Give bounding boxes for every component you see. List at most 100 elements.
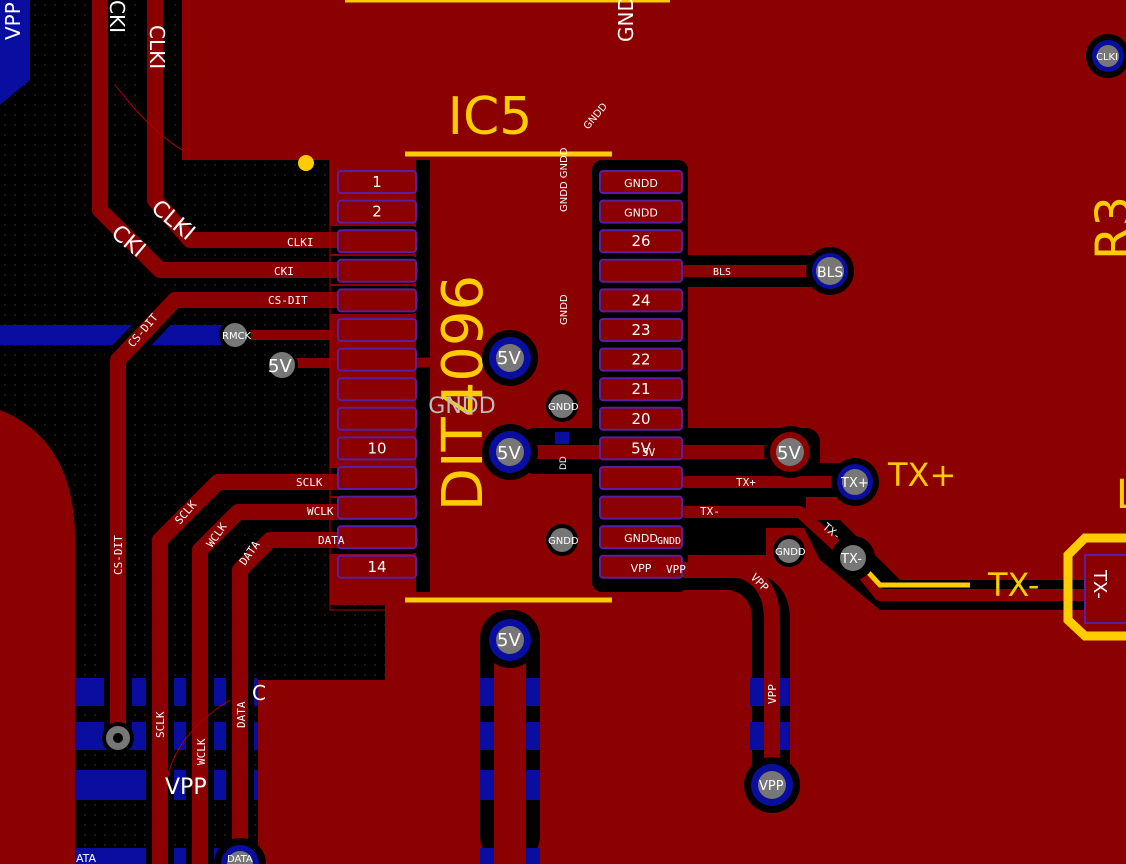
left-pad-14[interactable] (337, 554, 417, 579)
right-pad-7[interactable] (599, 347, 683, 372)
label-data-via: DATA (227, 854, 253, 864)
right-pad-label-2: GNDD (624, 207, 658, 220)
left-pad-5[interactable] (337, 288, 417, 313)
left-pad-13[interactable] (337, 525, 417, 550)
via-bls (806, 247, 854, 295)
left-pad-6[interactable] (337, 318, 417, 342)
trace-clki (147, 0, 418, 248)
left-pad-12[interactable] (337, 495, 417, 520)
trace-wclk (192, 504, 418, 864)
right-pad-8[interactable] (599, 377, 683, 402)
right-pad-13[interactable] (599, 525, 683, 550)
right-pad-1[interactable] (599, 170, 683, 194)
via-gndd-1 (546, 390, 578, 422)
left-pad-3[interactable] (337, 229, 417, 254)
left-pad-1[interactable] (337, 170, 417, 194)
left-pad-label-2: 2 (372, 203, 382, 221)
right-pad-label-7: 22 (631, 351, 650, 369)
via-5v-3 (764, 426, 816, 478)
label-vpp-bottom: VPP (165, 775, 207, 800)
right-pad-label-5: 24 (631, 291, 650, 309)
right-pad-label-1: GNDD (624, 177, 658, 190)
label-gndd-vert2: GNDD (559, 294, 570, 325)
label-data-vert: DATA (235, 701, 248, 728)
label-gndd-via3: GNDD (775, 547, 806, 558)
label-5v-via2: 5V (497, 443, 521, 464)
trace-cs-dit (110, 292, 418, 746)
ic5-value: DIT4096 (431, 275, 496, 511)
label-rmck: RMCK (222, 331, 252, 342)
right-pad-label-9: 20 (631, 410, 650, 428)
right-pad-2[interactable] (599, 199, 683, 224)
label-ata-small: ATA (76, 852, 97, 864)
left-pad-11[interactable] (337, 466, 417, 490)
right-pad-label-14: VPP (631, 562, 652, 575)
ic5-silkscreen (298, 0, 670, 603)
label-clki-top: CLKI (145, 25, 169, 69)
label-cs-dit-trace: CS-DIT (268, 294, 308, 307)
left-pad-4[interactable] (337, 258, 417, 283)
via-gndd-2 (546, 524, 578, 556)
right-pad-10[interactable] (599, 436, 683, 461)
via-5v-left (266, 349, 298, 381)
label-vpp-vert: VPP (766, 684, 779, 704)
label-txp-big: TX+ (887, 456, 956, 494)
label-sclk-vert: SCLK (154, 711, 167, 738)
right-pad-label-8: 21 (631, 380, 650, 398)
label-cki-trace: CKI (274, 265, 294, 278)
right-pad-5[interactable] (599, 288, 683, 313)
right-pad-11[interactable] (599, 466, 683, 490)
label-gndd-via2: GNDD (548, 536, 579, 547)
left-pad-8[interactable] (337, 377, 417, 402)
via-cs-dit (102, 722, 134, 754)
ic5-gndd-label: GNDD (428, 394, 495, 419)
label-clki-trace: CLKI (287, 236, 314, 249)
via-gndd-3 (773, 535, 805, 567)
ic5-refdes: IC5 (448, 87, 533, 147)
left-pad-10[interactable] (337, 436, 417, 461)
label-c-small: C (252, 681, 266, 705)
right-pad-4[interactable] (599, 258, 683, 283)
left-pad-7[interactable] (337, 347, 417, 372)
label-txp-trace: TX+ (736, 476, 756, 489)
label-gnd-top: GND (614, 0, 638, 42)
label-5v-via3: 5V (777, 443, 801, 464)
right-pad-label-3: 26 (631, 232, 650, 250)
label-ref-right2: L (1116, 472, 1126, 518)
right-pad-12[interactable] (599, 495, 683, 520)
left-pad-label-1: 1 (372, 173, 382, 191)
label-txm-trace: TX- (700, 505, 720, 518)
right-pad-label-10: 5V (631, 439, 652, 457)
right-pad-9[interactable] (599, 406, 683, 431)
label-txm-big: TX- (987, 566, 1039, 604)
signal-traces (92, 0, 1096, 864)
label-5v-via1: 5V (497, 348, 521, 369)
via-clkl-top (1086, 34, 1126, 78)
via-txp (831, 458, 879, 506)
label-vpp-via: VPP (759, 779, 784, 794)
label-sclk-trace: SCLK (296, 476, 323, 489)
left-pad-2[interactable] (337, 199, 417, 224)
label-5v-trace: 5V (642, 446, 656, 459)
label-wclk-vert: WCLK (195, 738, 208, 765)
left-pad-label-10: 10 (367, 439, 386, 457)
connector-pad[interactable] (1084, 554, 1126, 624)
copper-pour-left (0, 410, 75, 864)
label-bls-via: BLS (817, 265, 843, 281)
left-pad-label-14: 14 (367, 558, 386, 576)
label-gndd-via1: GNDD (548, 402, 579, 413)
right-pad-14[interactable] (599, 554, 683, 579)
trace-sclk (152, 474, 418, 864)
label-txp-via: TX+ (840, 476, 869, 491)
left-pad-9[interactable] (337, 406, 417, 431)
label-vpp-trace: VPP (666, 563, 686, 576)
via-5v-1 (482, 330, 538, 386)
label-gndd-trace: GNDD (657, 536, 681, 547)
right-pad-label-6: 23 (631, 321, 650, 339)
label-clki-via: CLKI (1096, 52, 1118, 63)
right-pad-3[interactable] (599, 229, 683, 254)
right-pad-6[interactable] (599, 318, 683, 342)
connector-outline (1063, 533, 1126, 641)
